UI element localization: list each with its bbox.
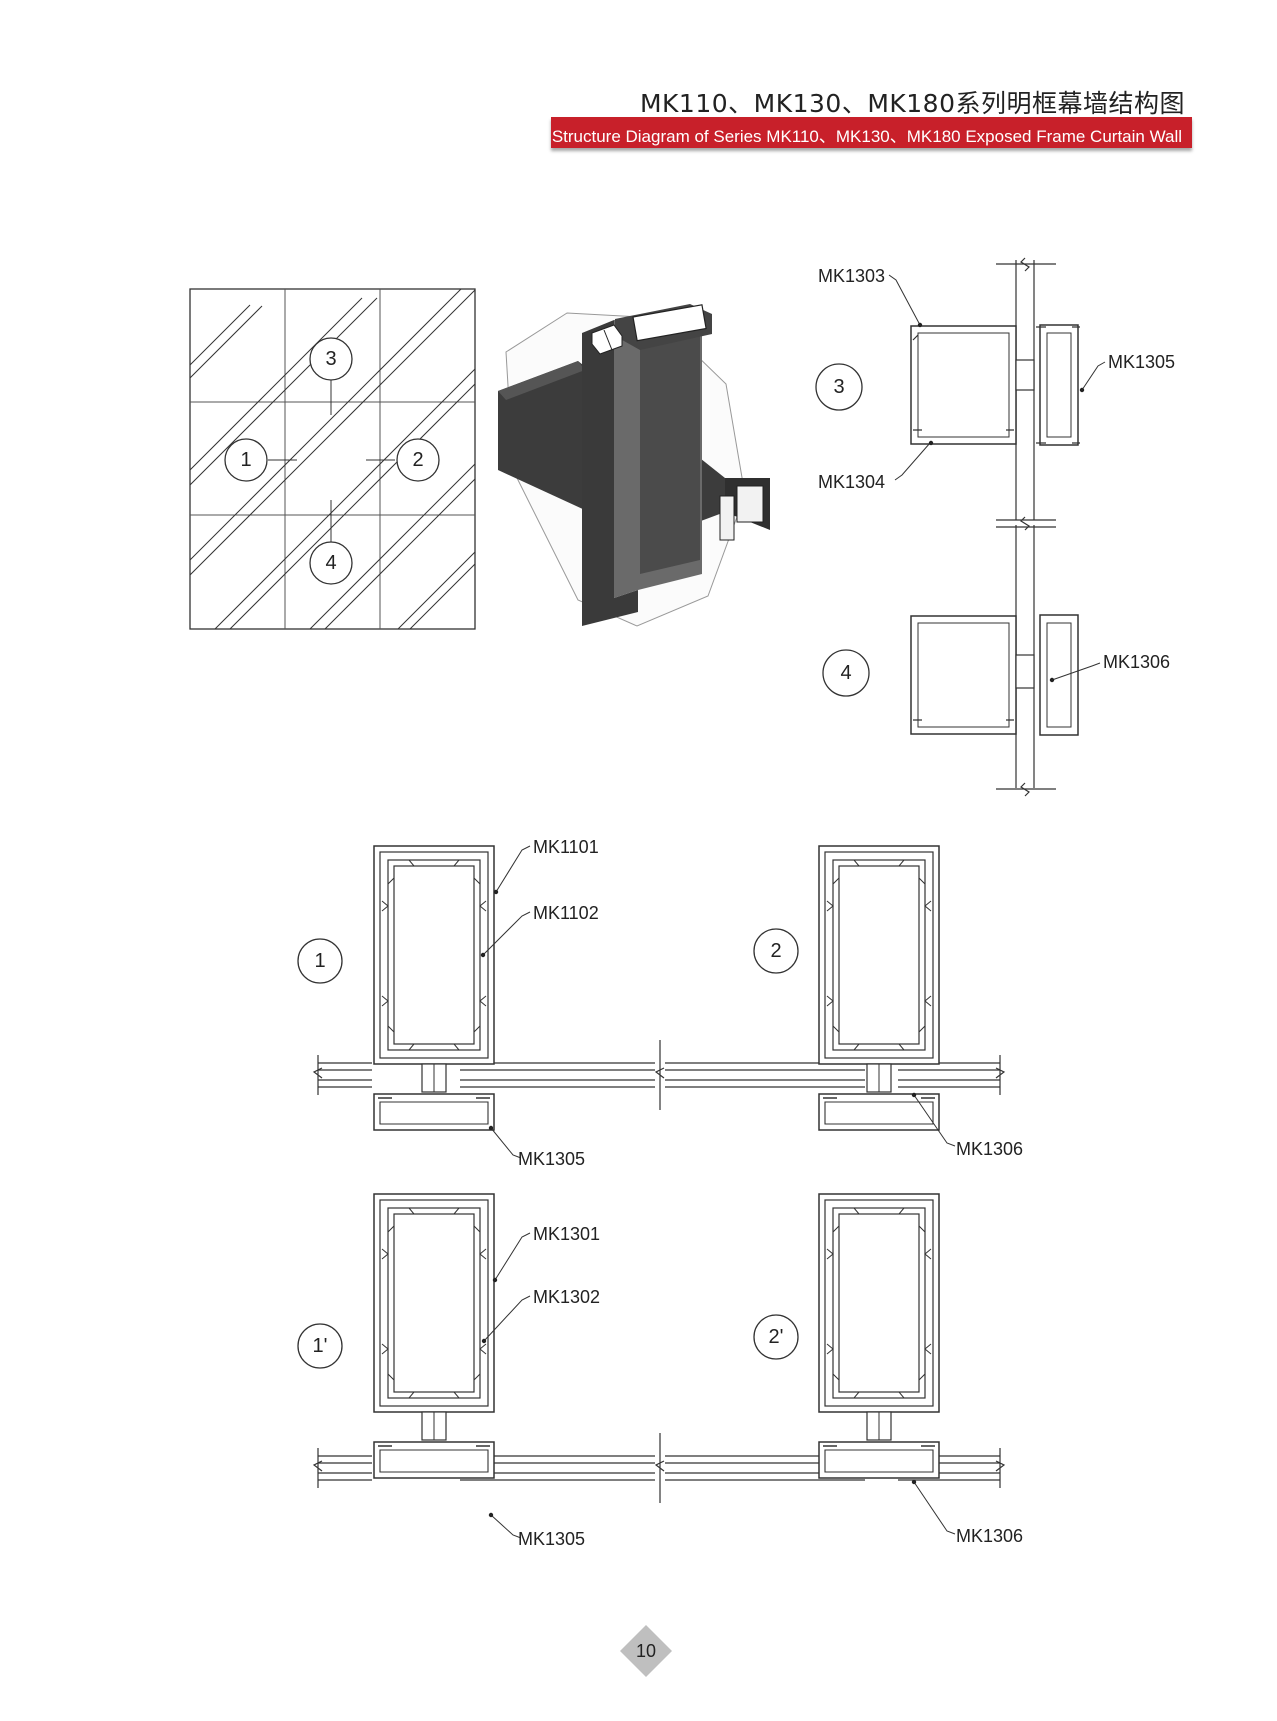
label-mk1302: MK1302 <box>533 1287 600 1307</box>
label-mk1101: MK1101 <box>533 837 599 857</box>
label-mk1305-row1: MK1305 <box>518 1149 585 1169</box>
section-marker-1-prime: 1' <box>297 1323 343 1369</box>
section-marker-2: 2 <box>753 928 799 974</box>
label-mk1305-row2: MK1305 <box>518 1529 585 1549</box>
svg-text:2': 2' <box>769 1326 784 1348</box>
svg-text:2: 2 <box>412 449 423 471</box>
label-mk1304: MK1304 <box>818 472 885 492</box>
elevation-marker-4: 4 <box>309 541 353 585</box>
section-marker-2-prime: 2' <box>753 1314 799 1360</box>
page-number-badge: 10 <box>620 1625 672 1677</box>
label-mk1306-row1: MK1306 <box>956 1139 1023 1159</box>
label-mk1306-row2: MK1306 <box>956 1526 1023 1546</box>
horizontal-section-row-2 <box>312 1193 1006 1539</box>
section-marker-1: 1 <box>297 938 343 984</box>
elevation-marker-1: 1 <box>224 438 268 482</box>
svg-text:2: 2 <box>770 940 781 962</box>
elevation-marker-2: 2 <box>396 438 440 482</box>
horizontal-section-row-1 <box>312 845 1006 1159</box>
svg-text:1: 1 <box>314 950 325 972</box>
label-mk1301: MK1301 <box>533 1224 600 1244</box>
label-mk1303: MK1303 <box>818 266 885 286</box>
label-mk1102: MK1102 <box>533 903 599 923</box>
elevation-marker-3: 3 <box>309 337 353 381</box>
svg-text:4: 4 <box>325 552 336 574</box>
svg-text:1': 1' <box>313 1335 328 1357</box>
page-title-cn: MK110、MK130、MK180系列明框幕墙结构图 <box>639 89 1185 118</box>
section-marker-4: 4 <box>822 649 870 697</box>
page-title-en: Structure Diagram of Series MK110、MK130、… <box>551 127 1182 146</box>
svg-text:3: 3 <box>833 376 844 398</box>
section-marker-3: 3 <box>815 363 863 411</box>
svg-text:1: 1 <box>240 449 251 471</box>
svg-text:3: 3 <box>325 348 336 370</box>
svg-text:4: 4 <box>840 662 851 684</box>
frame-3d-view <box>498 304 770 627</box>
label-mk1305: MK1305 <box>1108 352 1175 372</box>
page-number: 10 <box>636 1641 656 1661</box>
vertical-section <box>888 257 1106 797</box>
page-title-banner: Structure Diagram of Series MK110、MK130、… <box>551 117 1192 148</box>
label-mk1306: MK1306 <box>1103 652 1170 672</box>
